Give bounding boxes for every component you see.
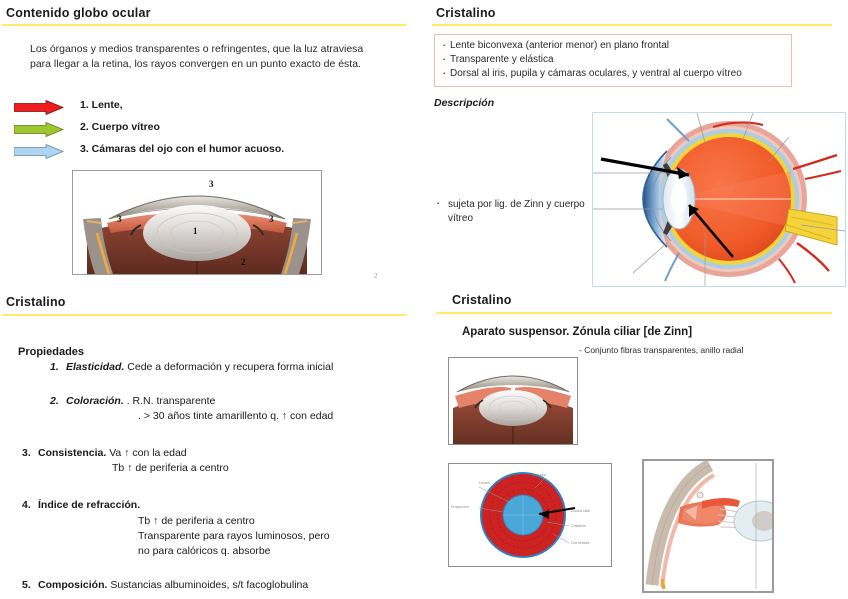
slide-aparato-suspensor: Cristalino Aparato suspensor. Zónula cil… [424,287,848,599]
ciliary-body-detail-graphic [644,461,772,591]
property-line: Transparente para rayos luminosos, pero [138,530,330,542]
property-item: 3. Consistencia. Va ↑ con la edad Tb ↑ d… [0,446,424,480]
definition-box: Lente biconvexa (anterior menor) en plan… [434,34,792,87]
list-item: 2. Cuerpo vítreo [0,120,424,139]
property-line: no para calóricos q. absorbe [138,545,271,557]
arrow-label: 1. Lente, [80,99,123,111]
slide-header: Cristalino [0,287,424,309]
arrow-label: 3. Cámaras del ojo con el humor acuoso. [80,143,285,155]
svg-text:Proyección: Proyección [451,505,469,509]
property-index: 5. [22,579,31,591]
lens-cross-section-image [448,357,578,445]
svg-text:Ora serrata: Ora serrata [571,541,589,545]
zinn-note: sujeta por lig. de Zinn y cuerpo vítreo [436,196,586,226]
slide-cristalino-propiedades: Cristalino Propiedades 1. Elasticidad. C… [0,287,424,599]
property-keyword: Coloración. [66,395,124,407]
svg-text:Lentes: Lentes [479,481,490,485]
heading-rule [432,24,832,26]
page-title: Cristalino [436,6,496,20]
property-keyword: Composición. [38,579,108,591]
page-title: Cristalino [6,295,66,309]
arrow-list: 1. Lente, 2. Cuerpo vítreo 3. Cámaras de… [0,98,424,161]
frontal-zonule-diagram: Ecuador Lentes Proyección Zónula ciliar … [448,463,612,567]
sagittal-eye-graphic [593,112,846,286]
ciliary-body-detail-image [642,459,774,593]
properties-title: Propiedades [18,346,85,358]
image-label: 3 [117,214,122,224]
property-index: 2. [50,395,59,407]
page-title: Contenido globo ocular [6,6,151,20]
property-line: Tb ↑ de periferia a centro [138,515,255,527]
image-label: 3 [209,179,214,189]
heading-rule [2,24,406,26]
slide-header: Cristalino [424,287,848,307]
svg-text:Cristalino: Cristalino [571,524,586,528]
svg-text:Zónula ciliar: Zónula ciliar [571,509,591,513]
slide-contenido-globo-ocular: Contenido globo ocular Los órganos y med… [0,0,424,287]
property-line: . > 30 años tinte amarillento q. ↑ con e… [138,410,334,422]
heading-rule [436,312,832,314]
property-line: Sustancias albuminoides, s/t facoglobuli… [110,579,309,591]
list-item: 1. Lente, [0,98,424,117]
intro-paragraph: Los órganos y medios transparentes o ref… [30,43,364,70]
property-line: Va ↑ con la edad [109,447,187,459]
subheading: Aparato suspensor. Zónula ciliar [de Zin… [462,326,693,338]
property-keyword: Elasticidad. [66,361,125,373]
fibers-note: - Conjunto fibras transparentes, anillo … [579,345,744,355]
image-label: 2 [241,257,246,267]
arrow-label: 2. Cuerpo vítreo [80,121,160,133]
property-index: 1. [50,361,59,373]
list-item: Dorsal al iris, pupila y cámaras oculare… [441,66,785,81]
property-keyword: Consistencia. [38,447,107,459]
slide-cristalino-descripcion: Cristalino Lente biconvexa (anterior men… [424,0,848,287]
property-item: 4. Índice de refracción. Tb ↑ de perifer… [0,498,424,560]
svg-text:Ecuador: Ecuador [533,473,547,477]
property-item: 2. Coloración. . R.N. transparente . > 3… [0,394,424,428]
property-line: Cede a deformación y recupera forma inic… [127,361,334,373]
list-item: 3. Cámaras del ojo con el humor acuoso. [0,142,424,161]
slide-header: Contenido globo ocular [0,0,424,20]
block-arrow-red-icon [14,100,64,115]
property-keyword: Índice de refracción. [38,499,141,511]
property-index: 4. [22,499,31,511]
property-line: . R.N. transparente [126,395,216,407]
eye-cross-section-graphic [73,171,321,274]
property-line: Tb ↑ de periferia a centro [112,462,229,474]
frontal-zonule-graphic: Ecuador Lentes Proyección Zónula ciliar … [449,464,611,566]
eye-cross-section-image: 3 3 3 1 2 [72,170,322,275]
list-item: Transparente y elástica [441,52,785,67]
property-index: 3. [22,447,31,459]
page-title: Cristalino [452,293,512,307]
image-label: 3 [269,214,274,224]
property-item: 5. Composición. Sustancias albuminoides,… [0,578,424,598]
heading-rule [2,314,406,316]
slide-number: 2 [374,272,378,280]
block-arrow-blue-icon [14,144,64,159]
list-item: Lente biconvexa (anterior menor) en plan… [441,38,785,53]
section-label-descripcion: Descripción [434,97,495,109]
block-arrow-green-icon [14,122,64,137]
image-label: 1 [193,226,198,236]
property-item: 1. Elasticidad. Cede a deformación y rec… [0,360,424,378]
lens-cross-section-graphic [449,358,577,444]
slide-header: Cristalino [424,0,848,20]
sagittal-eye-diagram [592,112,846,287]
